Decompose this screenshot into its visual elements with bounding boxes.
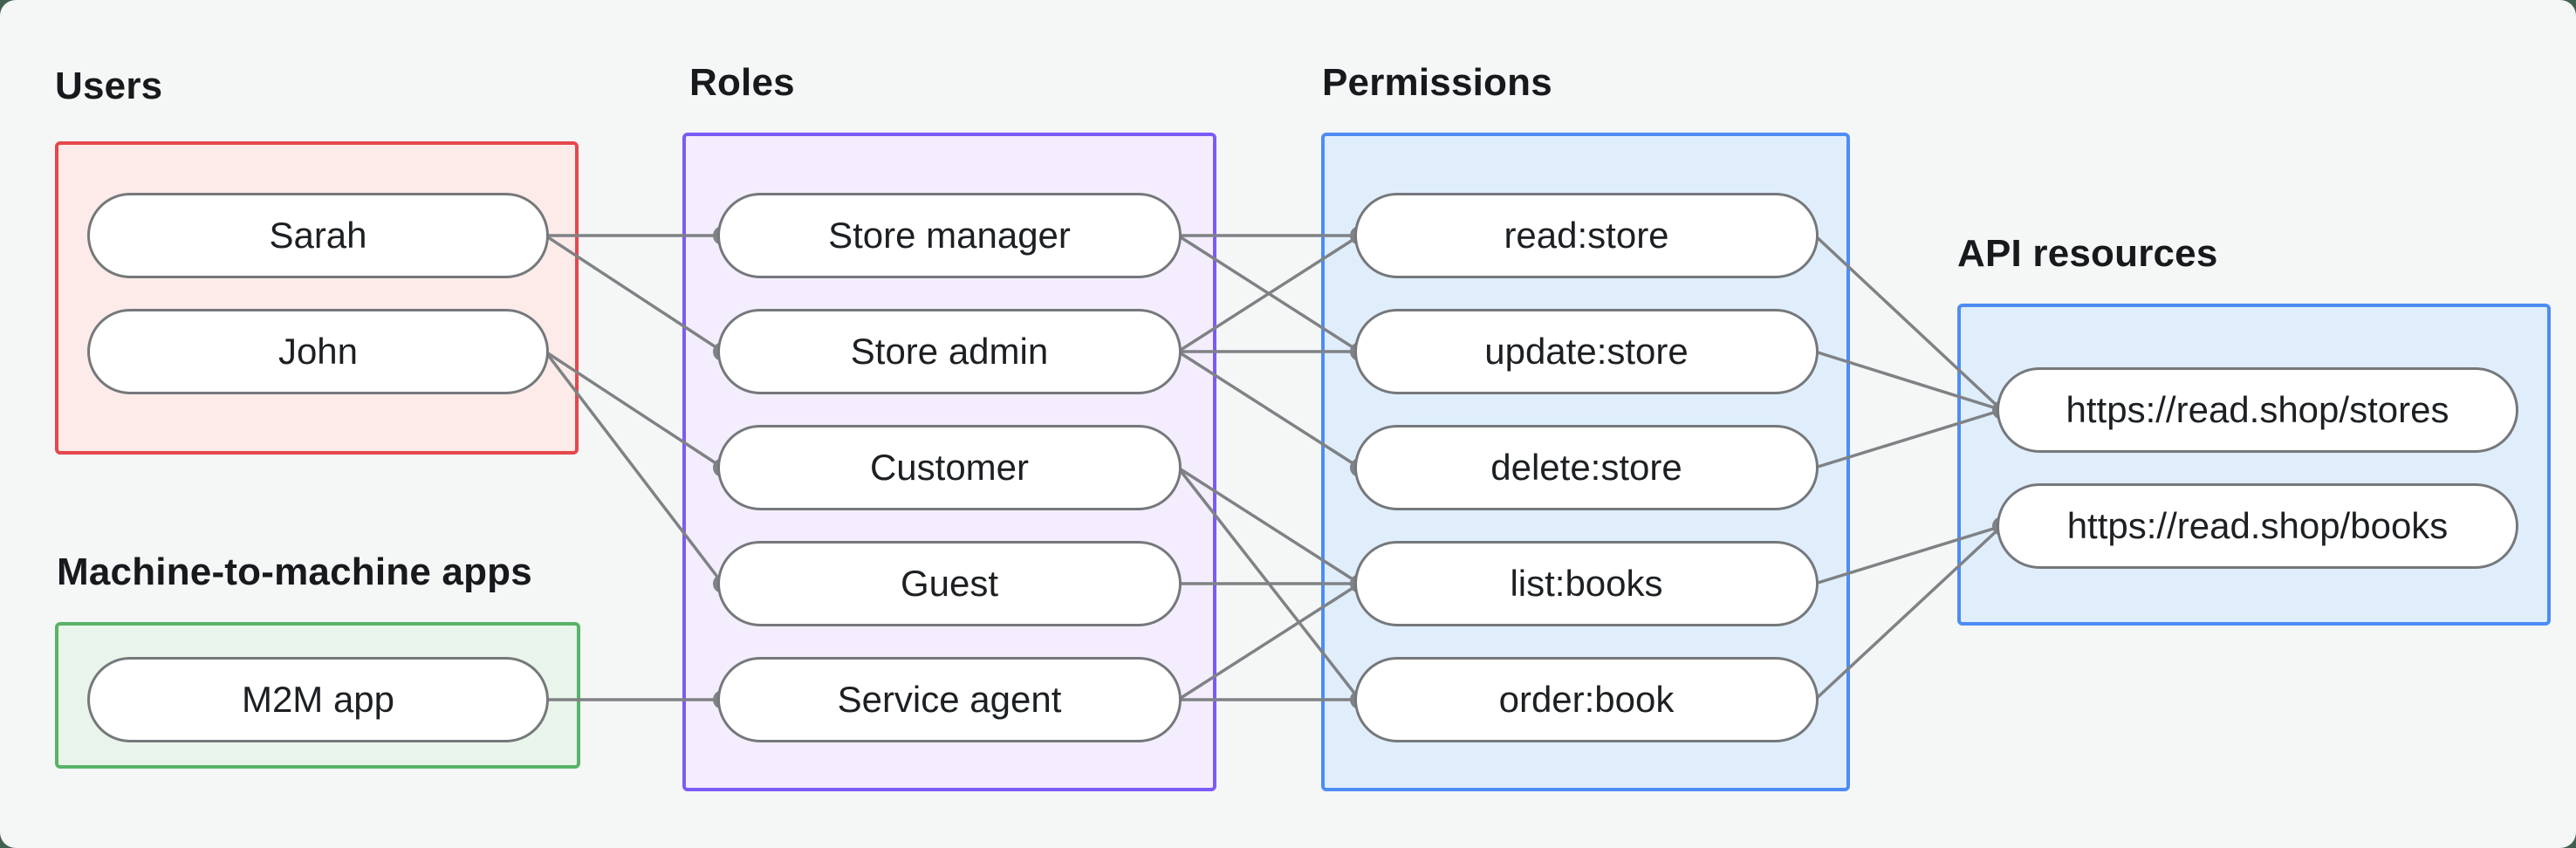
api-resources-group-label: API resources: [1957, 232, 2218, 275]
m2m-group-label: Machine-to-machine apps: [57, 551, 532, 593]
node-user-sarah: Sarah: [87, 193, 549, 278]
node-permission-read-store: read:store: [1354, 193, 1819, 278]
node-api-resource-stores: https://read.shop/stores: [1997, 367, 2518, 453]
node-role-store-manager: Store manager: [717, 193, 1182, 278]
node-user-john: John: [87, 309, 549, 394]
node-permission-delete-store: delete:store: [1354, 425, 1819, 510]
users-group-label: Users: [55, 65, 163, 107]
roles-group-label: Roles: [689, 61, 795, 104]
api-resources-group-box: [1957, 304, 2551, 626]
node-permission-order-book: order:book: [1354, 657, 1819, 742]
permissions-group-label: Permissions: [1322, 61, 1552, 104]
node-api-resource-books: https://read.shop/books: [1997, 483, 2518, 569]
node-role-store-admin: Store admin: [717, 309, 1182, 394]
node-role-service-agent: Service agent: [717, 657, 1182, 742]
node-permission-list-books: list:books: [1354, 541, 1819, 626]
node-m2m-app: M2M app: [87, 657, 549, 742]
node-permission-update-store: update:store: [1354, 309, 1819, 394]
node-role-guest: Guest: [717, 541, 1182, 626]
node-role-customer: Customer: [717, 425, 1182, 510]
